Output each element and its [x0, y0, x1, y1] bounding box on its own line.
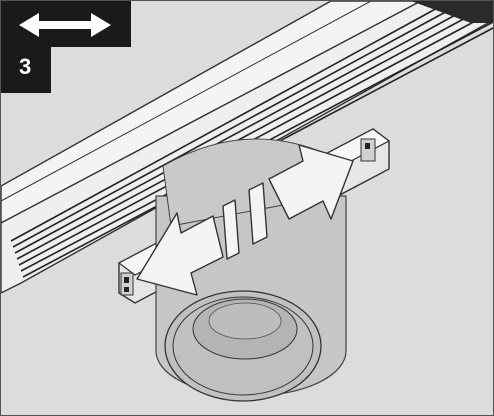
double-arrow-icon: [19, 13, 111, 37]
step-badge: [1, 1, 131, 93]
step-number: 3: [19, 54, 32, 79]
slide-direction-arrows: [136, 144, 354, 296]
arrow-right-icon: [268, 144, 354, 220]
arrow-dash-1: [222, 199, 240, 260]
arrow-left-icon: [136, 212, 224, 296]
arrow-dash-2: [248, 182, 268, 245]
